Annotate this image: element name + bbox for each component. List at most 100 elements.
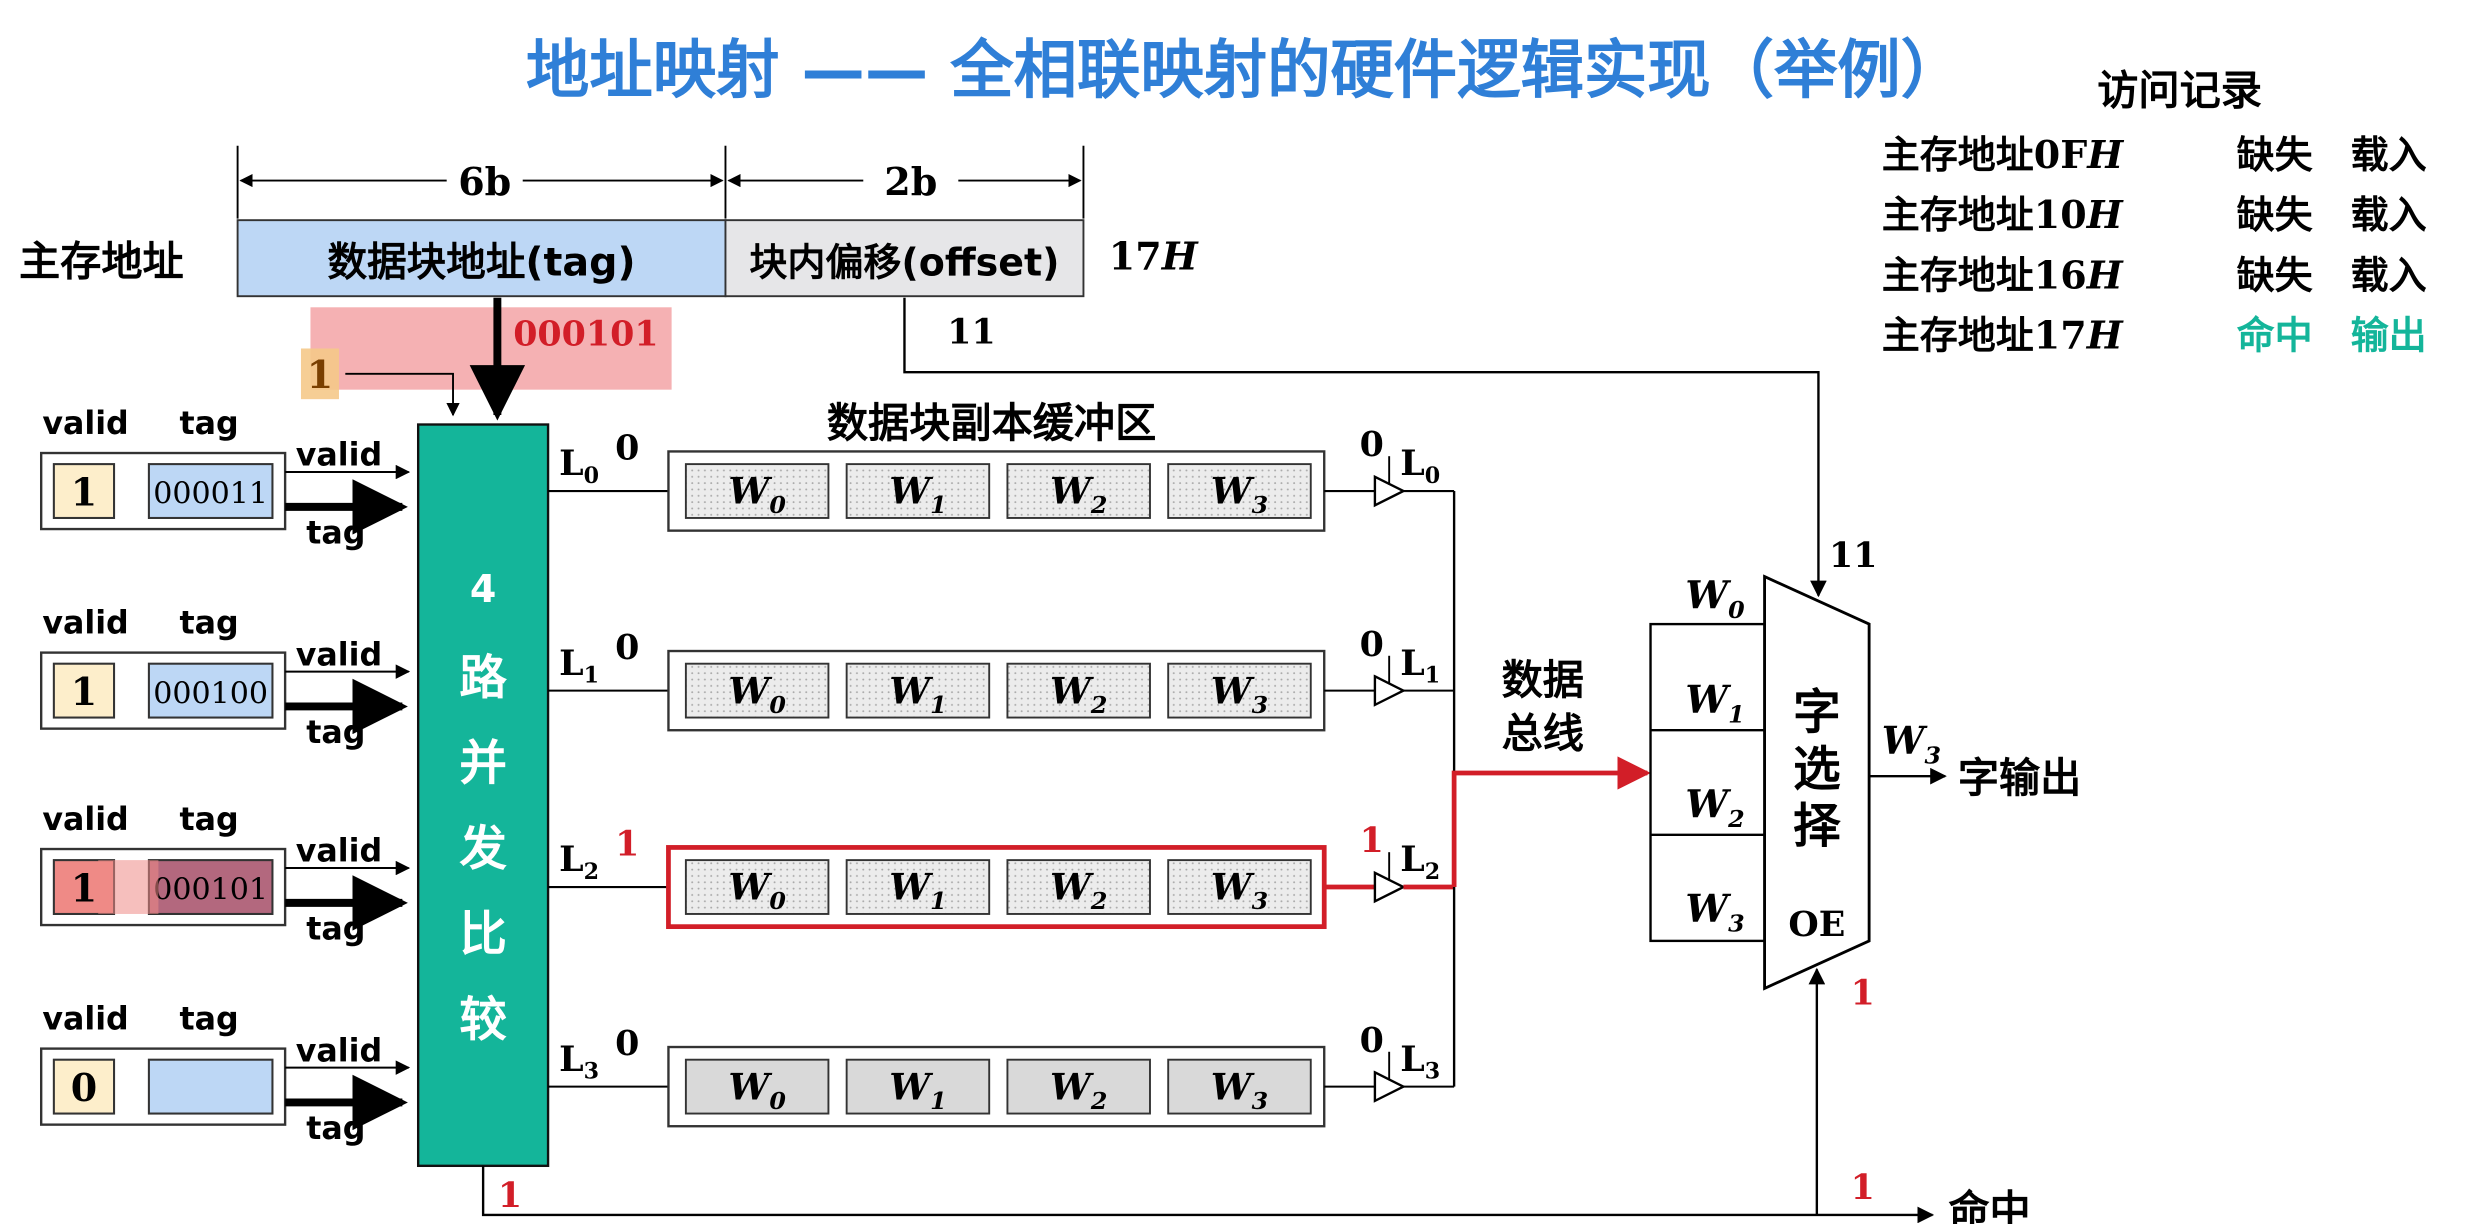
tag-cell (147, 859, 274, 915)
tag-header: tag (179, 1002, 238, 1038)
comparator-block (416, 423, 550, 1168)
word-cell (684, 1058, 830, 1115)
word-label: W2 (1050, 470, 1107, 520)
mux-oe-value: 1 (1851, 972, 1875, 1013)
comparator-char: 较 (459, 993, 507, 1048)
word-label: W0 (728, 470, 786, 520)
buffer-line-label: L3 (1400, 1039, 1440, 1085)
valid-value: 1 (71, 865, 97, 910)
valid-wire-label: valid (296, 834, 382, 870)
hit-highlight (98, 860, 159, 914)
comparator-char: 4 (470, 567, 496, 611)
word-cell (845, 1058, 991, 1115)
mux-char: 择 (1793, 800, 1841, 855)
mux-input-box (1649, 622, 1766, 943)
word-label: W0 (728, 669, 786, 719)
main-address-label: 主存地址 (19, 238, 184, 286)
word-label: W2 (1050, 866, 1107, 916)
word-cell (845, 463, 991, 519)
tag-header: tag (179, 802, 238, 838)
word-label: W3 (1211, 866, 1268, 916)
word-cell (1006, 463, 1151, 519)
bus-label-2: 总线 (1502, 710, 1584, 758)
valid-probe-highlight (300, 348, 339, 400)
line-label: L2 (559, 839, 599, 885)
word-cell (1006, 859, 1151, 915)
tag-field-box (236, 219, 727, 298)
valid-cell (52, 662, 116, 719)
mux-input-label: W0 (1685, 572, 1745, 624)
buffer-line-label: L2 (1400, 839, 1440, 885)
log-status: 命中 (2237, 313, 2313, 357)
match-value: 1 (615, 823, 639, 864)
word-cell (1167, 1058, 1312, 1115)
word-cell (1167, 662, 1312, 719)
enable-value: 0 (1360, 424, 1384, 465)
comparator-char: 并 (459, 736, 507, 791)
comparator-char: 比 (459, 907, 507, 962)
page-title: 地址映射 —— 全相联映射的硬件逻辑实现（举例） (526, 33, 1964, 107)
valid-cell (52, 1058, 116, 1115)
enable-value: 1 (1360, 820, 1384, 861)
tag-bits-label: 6b (458, 159, 511, 204)
valid-value: 1 (71, 669, 97, 714)
word-label: W1 (889, 1065, 946, 1115)
bus-label-1: 数据 (1502, 656, 1584, 704)
comparator-char: 发 (459, 822, 507, 877)
hit-wire (481, 1165, 1935, 1224)
address-value: 17H (1109, 233, 1199, 278)
word-cell (1006, 1058, 1151, 1115)
mux-select-value: 11 (1829, 535, 1877, 576)
tag-header: tag (179, 606, 238, 642)
tag-wire-label: tag (306, 911, 365, 947)
valid-header: valid (42, 606, 128, 642)
mux-output-word: W3 (1882, 718, 1941, 770)
log-status: 缺失 (2237, 193, 2314, 237)
offset-bits-label: 2b (884, 159, 937, 204)
match-value: 0 (615, 627, 639, 668)
tag-field-label: 数据块地址(tag) (328, 240, 636, 286)
log-action: 载入 (2351, 193, 2427, 237)
log-address: 主存地址16H (1882, 252, 2124, 297)
word-cell (1006, 662, 1151, 719)
word-label: W3 (1211, 669, 1268, 719)
word-cell (1167, 463, 1312, 519)
word-cell (845, 859, 991, 915)
line-label: L0 (559, 443, 599, 489)
comparator-char: 路 (459, 651, 507, 706)
match-value: 0 (615, 427, 639, 468)
word-label: W0 (728, 866, 786, 916)
line-label: L1 (559, 643, 599, 689)
log-address: 主存地址0FH (1882, 132, 2124, 177)
tag-wire-label: tag (306, 515, 365, 551)
log-status: 缺失 (2237, 253, 2314, 297)
word-output-label: 字输出 (1958, 754, 2082, 802)
offset-field-box (724, 219, 1085, 298)
tag-header: tag (179, 406, 238, 442)
log-action: 输出 (2351, 313, 2427, 357)
valid-wire-label: valid (296, 637, 382, 673)
mux-input-label: W2 (1685, 781, 1744, 833)
log-address: 主存地址10H (1882, 192, 2124, 237)
word-label: W2 (1050, 1065, 1107, 1115)
valid-cell (52, 463, 116, 519)
address-fields: 6b 2b 主存地址 数据块地址(tag) 块内偏移(offset) 17H 1… (19, 145, 1827, 598)
buffer-title: 数据块副本缓冲区 (827, 399, 1156, 447)
word-cell (684, 662, 830, 719)
valid-header: valid (42, 802, 128, 838)
mux-input-label: W3 (1685, 886, 1744, 938)
tag-value: 000101 (513, 313, 658, 354)
valid-value: 0 (71, 1065, 97, 1110)
valid-value: 1 (71, 469, 97, 514)
enable-value: 0 (1360, 624, 1384, 665)
match-value: 0 (615, 1023, 639, 1064)
mux-body (1763, 574, 1871, 991)
log-status: 缺失 (2237, 133, 2314, 177)
buffer-line-label: L1 (1400, 643, 1440, 689)
